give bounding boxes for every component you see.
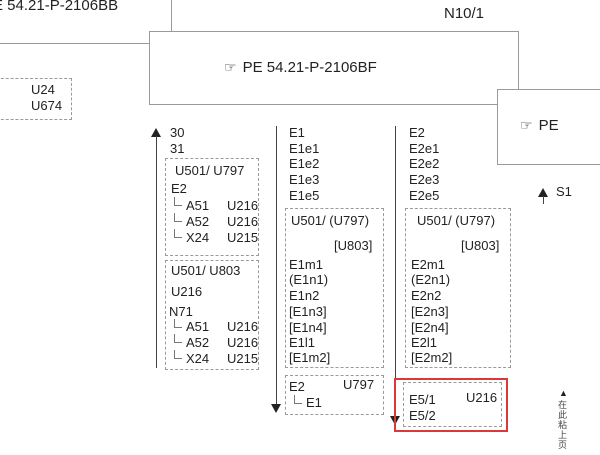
col3-label: E2 <box>409 125 425 140</box>
right-ref-text: PE <box>538 117 559 134</box>
col2-box1-item: E1l1 <box>289 335 316 350</box>
pointing-hand-icon: ☞ <box>224 60 237 76</box>
right-ref-box[interactable]: ☞ PE <box>497 89 600 165</box>
left-ref-box: U24 U674 <box>0 78 72 120</box>
col3-box1-item: [E2m2] <box>411 350 453 365</box>
col1-box2-item-name: A51 <box>186 319 210 334</box>
col3-line <box>395 126 396 416</box>
top-left-ref-box: E 54.21-P-2106BB <box>0 0 172 44</box>
col2-box1-item: E1n2 <box>289 288 320 303</box>
col2-box2-group: E2 <box>289 379 305 394</box>
col3-box1-item: [E2n3] <box>411 304 449 319</box>
branch-icon <box>174 229 182 238</box>
top-left-ref-text: E 54.21-P-2106BB <box>0 0 119 14</box>
col2-box2: E2 U797 E1 <box>285 375 384 415</box>
pointing-hand-icon: ☞ <box>520 118 533 134</box>
col1-box1-codes: U501/ U797 <box>175 163 245 178</box>
col1-box2-item-name: X24 <box>186 351 210 366</box>
branch-icon <box>174 350 182 359</box>
col3-label: E2e5 <box>409 188 440 203</box>
branch-icon <box>174 319 182 328</box>
col3-box2-line2: E5/2 <box>409 408 436 423</box>
s1-up-arrow-icon <box>538 188 548 197</box>
col3-box1-item: (E2n1) <box>411 272 451 287</box>
right-ref-link[interactable]: ☞ PE <box>520 118 559 134</box>
center-ref-link[interactable]: ☞ PE 54.21-P-2106BF <box>224 60 377 76</box>
col1-box1-group: E2 <box>171 181 187 196</box>
left-ref-line2: U674 <box>31 98 63 113</box>
col1-label-31: 31 <box>170 141 185 156</box>
col2-label: E1e2 <box>289 156 320 171</box>
col1-box2-codes: U501/ U803 <box>171 263 241 278</box>
col1-box1-item-code: U216 <box>227 214 259 229</box>
col1-box2-item-code: U216 <box>227 335 259 350</box>
col1-box1: U501/ U797 E2 A51 U216 A52 U216 X24 U215 <box>165 158 259 256</box>
col1-box1-item-code: U216 <box>227 198 259 213</box>
col2-line <box>276 126 277 406</box>
col2-label: E1 <box>289 125 305 140</box>
top-right-label: N10/1 <box>444 5 485 22</box>
branch-icon <box>174 334 182 343</box>
col1-box2: U501/ U803 U216 N71 A51 U216 A52 U216 X2… <box>165 260 259 370</box>
col1-box2-sub: U216 <box>171 284 203 299</box>
col1-label-30: 30 <box>170 125 185 140</box>
col1-box1-item-name: A52 <box>186 214 210 229</box>
col3-box1: U501/ (U797) [U803] E2m1 (E2n1) E2n2 [E2… <box>405 208 511 368</box>
col3-label: E2e3 <box>409 172 440 187</box>
col3-box1-item: [E2n4] <box>411 320 449 335</box>
s1-label: S1 <box>556 184 572 199</box>
col1-box2-item-code: U215 <box>227 351 259 366</box>
col3-label: E2e1 <box>409 141 440 156</box>
col1-up-arrow-icon <box>151 128 161 137</box>
col3-box1-item: E2l1 <box>411 335 438 350</box>
col2-box1-item: [E1n4] <box>289 320 327 335</box>
triangle-marker-icon: ▲ <box>559 388 568 398</box>
col2-box1-sub: [U803] <box>334 238 373 253</box>
col1-box2-group: N71 <box>169 304 193 319</box>
vertical-note: 在此粘上页 <box>557 400 567 450</box>
s1-line <box>543 196 544 204</box>
col1-box1-item-name: A51 <box>186 198 210 213</box>
col1-line <box>156 136 157 368</box>
col2-label: E1e1 <box>289 141 320 156</box>
col2-box1-item: [E1m2] <box>289 350 331 365</box>
branch-icon <box>294 395 302 404</box>
col3-label: E2e2 <box>409 156 440 171</box>
col2-label: E1e5 <box>289 188 320 203</box>
col3-box2-line1: E5/1 <box>409 392 436 407</box>
col2-box1-item: (E1n1) <box>289 272 329 287</box>
branch-icon <box>174 197 182 206</box>
col1-box1-item-code: U215 <box>227 230 259 245</box>
col3-box1-sub: [U803] <box>461 238 500 253</box>
col2-label: E1e3 <box>289 172 320 187</box>
col1-box1-item-name: X24 <box>186 230 210 245</box>
col3-box1-codes: U501/ (U797) <box>417 213 496 228</box>
left-ref-line1: U24 <box>31 82 55 97</box>
col3-box2-code: U216 <box>466 390 498 405</box>
center-ref-box[interactable]: ☞ PE 54.21-P-2106BF <box>149 31 519 105</box>
branch-icon <box>174 213 182 222</box>
col1-box2-item-code: U216 <box>227 319 259 334</box>
col2-box2-code: U797 <box>343 377 375 392</box>
col2-box1-item: [E1n3] <box>289 304 327 319</box>
col2-box1-codes: U501/ (U797) <box>291 213 370 228</box>
col2-box2-item: E1 <box>306 395 322 410</box>
highlight-box <box>394 378 508 432</box>
col3-box1-item: E2n2 <box>411 288 442 303</box>
col1-box2-item-name: A52 <box>186 335 210 350</box>
col2-down-arrow-icon <box>271 404 281 413</box>
center-ref-text: PE 54.21-P-2106BF <box>242 59 377 76</box>
col3-box1-item: E2m1 <box>411 257 445 272</box>
col2-box1: U501/ (U797) [U803] E1m1 (E1n1) E1n2 [E1… <box>285 208 384 368</box>
col2-box1-item: E1m1 <box>289 257 323 272</box>
col3-box2: E5/1 U216 E5/2 <box>403 382 502 427</box>
